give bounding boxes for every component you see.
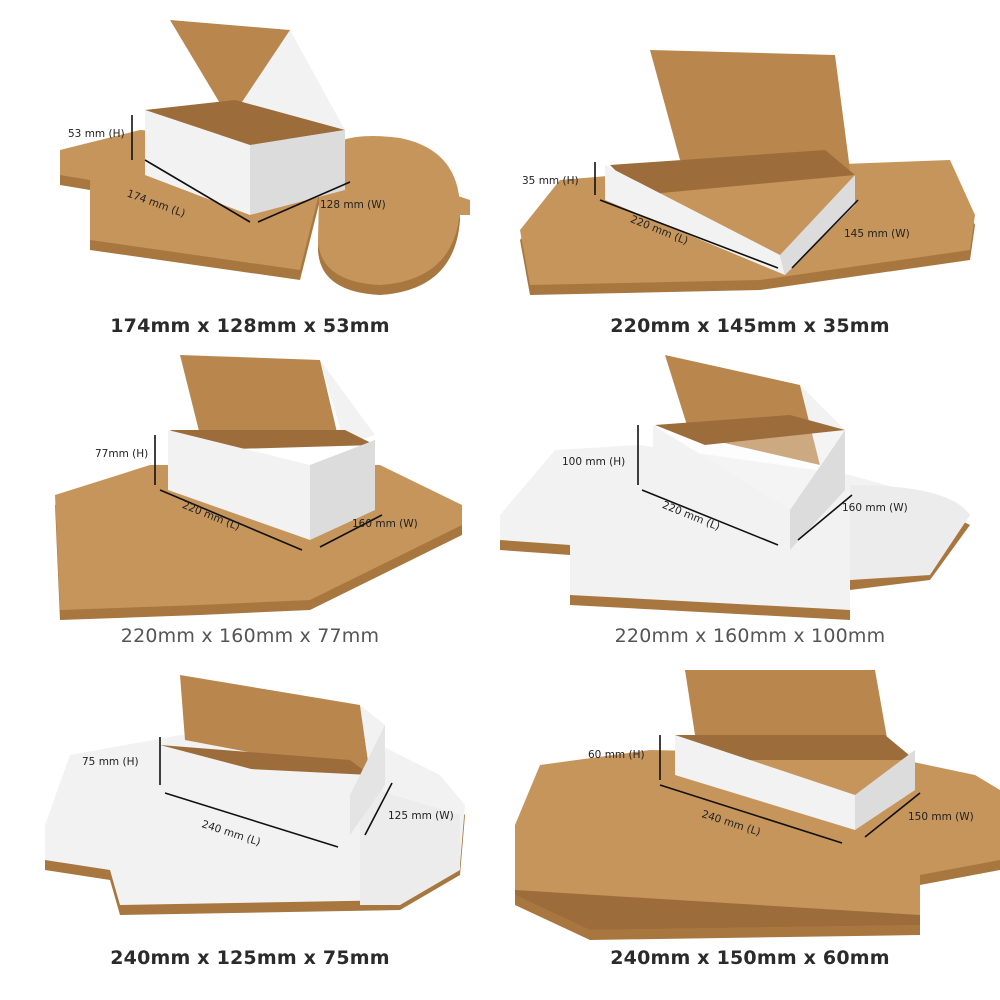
box-illustration-6: 60 mm (H) 240 mm (L) 150 mm (W) [515,670,1000,940]
size-caption: 240mm x 150mm x 60mm [610,947,890,969]
product-cell-1: 53 mm (H) 174 mm (L) 128 mm (W) 174mm x … [0,0,500,337]
dimension-lines [154,435,383,551]
product-cell-2: 35 mm (H) 220 mm (L) 145 mm (W) 220mm x … [500,0,1000,337]
open-box [145,20,345,215]
width-label: 128 mm (W) [320,199,386,211]
box-illustration-4: 100 mm (H) 220 mm (L) 160 mm (W) [500,355,970,620]
width-label: 150 mm (W) [908,811,974,823]
open-box [160,675,385,835]
height-label: 77mm (H) [95,448,148,460]
width-label: 160 mm (W) [842,502,908,514]
size-caption: 240mm x 125mm x 75mm [110,947,390,969]
box-illustration-3: 77mm (H) 220 mm (L) 160 mm (W) [55,355,462,620]
height-label: 35 mm (H) [522,175,579,187]
dimension-lines [159,737,393,848]
width-label: 160 mm (W) [352,518,418,530]
open-box [675,670,915,830]
height-label: 100 mm (H) [562,456,625,468]
open-box [605,50,855,275]
width-label: 145 mm (W) [844,228,910,240]
size-caption: 220mm x 160mm x 100mm [614,625,886,647]
height-label: 60 mm (H) [588,749,645,761]
open-box [168,355,375,540]
box-illustration-1: 53 mm (H) 174 mm (L) 128 mm (W) [60,20,470,295]
size-caption: 220mm x 160mm x 77mm [120,625,380,647]
height-label: 53 mm (H) [68,128,125,140]
size-caption: 220mm x 145mm x 35mm [610,315,890,337]
height-label: 75 mm (H) [82,756,139,768]
product-cell-6: 60 mm (H) 240 mm (L) 150 mm (W) 240mm x … [500,665,1000,995]
box-illustration-2: 35 mm (H) 220 mm (L) 145 mm (W) [520,50,975,295]
open-box [653,355,845,550]
product-cell-5: 75 mm (H) 240 mm (L) 125 mm (W) 240mm x … [0,665,500,995]
size-caption: 174mm x 128mm x 53mm [110,315,390,337]
product-cell-4: 100 mm (H) 220 mm (L) 160 mm (W) 220mm x… [500,335,1000,665]
box-illustration-5: 75 mm (H) 240 mm (L) 125 mm (W) [45,675,465,915]
width-label: 125 mm (W) [388,810,454,822]
dimension-lines [637,425,853,546]
dimension-lines [594,162,859,269]
product-cell-3: 77mm (H) 220 mm (L) 160 mm (W) 220mm x 1… [0,335,500,665]
dimension-lines [131,115,351,223]
dimension-lines [659,735,921,844]
